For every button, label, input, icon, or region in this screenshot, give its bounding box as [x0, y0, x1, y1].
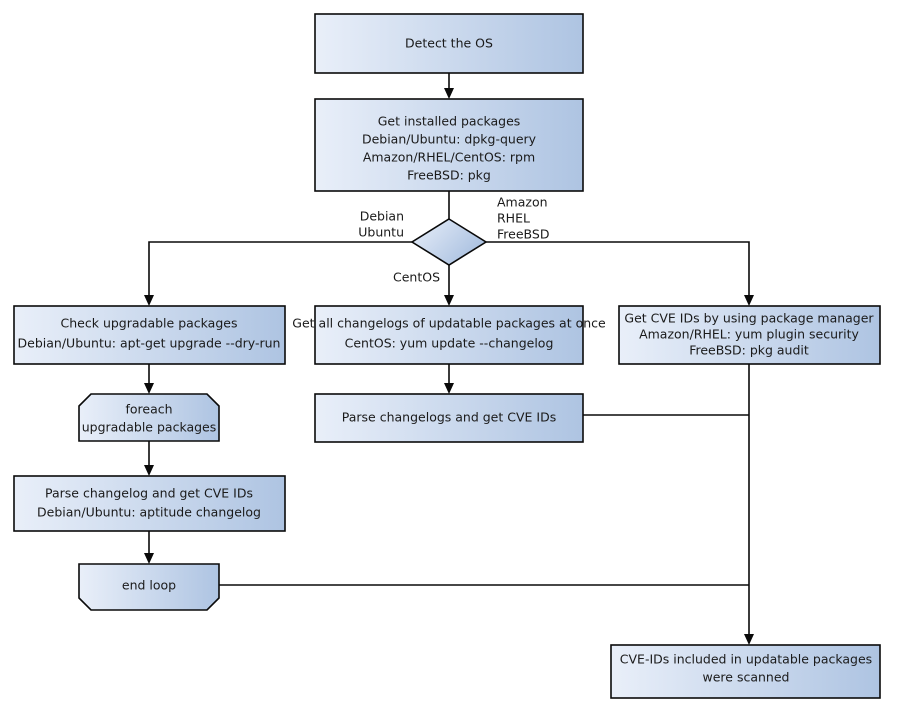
edge-label-debian-ubuntu-line2: Ubuntu	[358, 225, 404, 240]
node-get-installed-packages-shape[interactable]	[314, 98, 584, 192]
node-scan-complete-line1: CVE-IDs included in updatable packages	[620, 652, 872, 667]
edge-label-debian-ubuntu-line1: Debian	[360, 209, 404, 224]
edge-changelogs-to-parse-center	[444, 364, 454, 394]
node-loop-end[interactable]: end loop	[78, 563, 220, 611]
node-os-decision[interactable]	[410, 218, 488, 266]
node-check-upgradable-line1: Check upgradable packages	[61, 316, 238, 331]
node-get-cve-ids-pkgmgr-shape[interactable]	[618, 305, 881, 365]
node-loop-end-label: end loop	[122, 578, 176, 593]
node-detect-os[interactable]: Detect the OS	[314, 13, 584, 74]
edge-trunk-to-scan-complete	[744, 364, 754, 645]
node-get-all-changelogs-shape[interactable]	[314, 305, 584, 365]
edge-loopstart-to-parse-left	[144, 441, 154, 476]
node-parse-changelog-left-line1: Parse changelog and get CVE IDs	[45, 486, 253, 501]
node-get-all-changelogs-line2: CentOS: yum update --changelog	[345, 336, 554, 351]
node-get-installed-packages-line4: FreeBSD: pkg	[407, 168, 491, 183]
node-get-all-changelogs-line1: Get all changelogs of updatable packages…	[292, 316, 606, 331]
node-loop-start-shape[interactable]	[78, 393, 220, 442]
edge-decision-to-cve-pkgmgr	[486, 241, 754, 306]
edge-decision-to-changelogs	[444, 265, 454, 306]
edge-label-centos-text: CentOS	[393, 270, 440, 285]
node-detect-os-shape[interactable]	[314, 13, 584, 74]
node-scan-complete-shape[interactable]	[610, 644, 881, 699]
node-loop-start-line1: foreach	[125, 402, 172, 417]
node-loop-start[interactable]: foreach upgradable packages	[78, 393, 220, 442]
node-get-installed-packages-line1: Get installed packages	[378, 114, 521, 129]
node-check-upgradable-line2: Debian/Ubuntu: apt-get upgrade --dry-run	[18, 336, 281, 351]
edge-label-amazon-rhel-freebsd: Amazon RHEL FreeBSD	[497, 195, 549, 242]
node-parse-changelogs-center-shape[interactable]	[314, 393, 584, 443]
edge-check-to-loopstart	[144, 364, 154, 394]
node-parse-changelog-left[interactable]: Parse changelog and get CVE IDs Debian/U…	[13, 475, 286, 532]
node-parse-changelogs-center-label: Parse changelogs and get CVE IDs	[342, 410, 556, 425]
node-get-installed-packages[interactable]: Get installed packages Debian/Ubuntu: dp…	[314, 98, 584, 192]
node-loop-start-line2: upgradable packages	[82, 420, 217, 435]
edge-parse-left-to-loopend	[144, 531, 154, 564]
node-scan-complete[interactable]: CVE-IDs included in updatable packages w…	[610, 644, 881, 699]
edge-label-layer: Debian Ubuntu Amazon RHEL FreeBSD CentOS	[358, 195, 549, 285]
edge-label-centos: CentOS	[393, 270, 440, 285]
node-get-cve-ids-pkgmgr[interactable]: Get CVE IDs by using package manager Ama…	[618, 305, 881, 365]
node-parse-changelog-left-line2: Debian/Ubuntu: aptitude changelog	[37, 505, 261, 520]
edge-label-freebsd: FreeBSD	[497, 227, 549, 242]
edge-label-debian-ubuntu: Debian Ubuntu	[358, 209, 404, 240]
node-loop-end-shape[interactable]	[78, 563, 220, 611]
node-get-installed-packages-line2: Debian/Ubuntu: dpkg-query	[362, 132, 537, 147]
edge-detect-to-installed	[444, 73, 454, 99]
node-parse-changelog-left-shape[interactable]	[13, 475, 286, 532]
node-detect-os-label: Detect the OS	[405, 36, 493, 51]
edge-decision-to-check-upgradable	[144, 241, 412, 306]
node-scan-complete-line2: were scanned	[703, 670, 790, 685]
node-get-cve-ids-pkgmgr-line2: Amazon/RHEL: yum plugin security	[639, 327, 859, 342]
node-get-cve-ids-pkgmgr-line1: Get CVE IDs by using package manager	[624, 311, 874, 326]
edge-label-amazon: Amazon	[497, 195, 548, 210]
node-get-cve-ids-pkgmgr-line3: FreeBSD: pkg audit	[689, 343, 809, 358]
edge-layer	[144, 73, 754, 645]
node-get-installed-packages-line3: Amazon/RHEL/CentOS: rpm	[363, 150, 535, 165]
edge-label-rhel: RHEL	[497, 211, 530, 226]
node-check-upgradable-shape[interactable]	[13, 305, 286, 365]
node-os-decision-shape[interactable]	[410, 218, 488, 266]
node-parse-changelogs-center[interactable]: Parse changelogs and get CVE IDs	[314, 393, 584, 443]
node-check-upgradable[interactable]: Check upgradable packages Debian/Ubuntu:…	[13, 305, 286, 365]
node-get-all-changelogs[interactable]: Get all changelogs of updatable packages…	[292, 305, 606, 365]
